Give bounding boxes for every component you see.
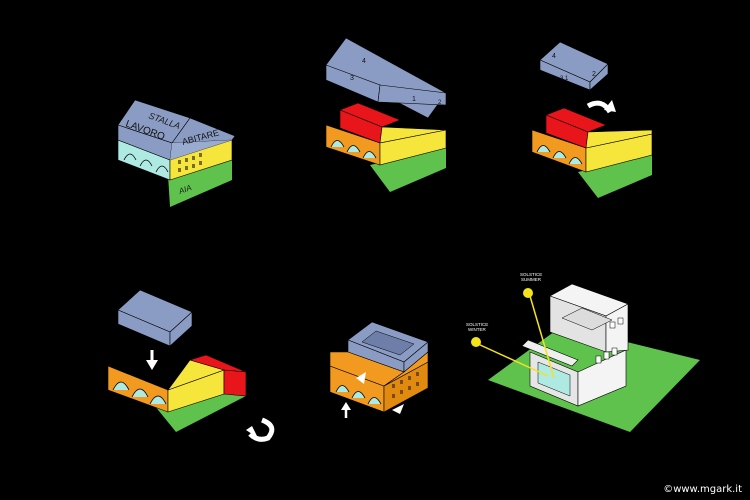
rotate-back-arrow-head: [246, 426, 258, 438]
label-aia: AIA: [177, 183, 193, 196]
windows: [392, 372, 419, 398]
drop-block-right: [169, 311, 193, 347]
canopy: [521, 339, 579, 367]
roof-num-31: 3 1: [560, 76, 569, 82]
sun-summer-icon: [523, 288, 533, 298]
yellow-block-front: [379, 129, 447, 166]
small-roof-right: [589, 63, 609, 91]
roof-num-1: 1: [412, 96, 416, 103]
roof-num-4b: 4: [552, 53, 556, 60]
windows: [178, 153, 202, 172]
arcades: [330, 140, 377, 159]
white-arrow-left: [356, 372, 366, 384]
right-arrow-icon: [392, 404, 404, 414]
rotate-arrow-head: [604, 100, 616, 112]
roof-num-3: 3: [350, 75, 354, 82]
panel-3-roof-moved: 4 2 3 1: [531, 41, 653, 198]
arcades: [112, 381, 167, 405]
panel-4-block-drop: [107, 289, 275, 442]
up-arrow-head: [341, 402, 351, 410]
arcades: [123, 153, 169, 173]
ground: [578, 155, 652, 198]
panel-1-farmhouse: STALLA LAVORO ABITARE AIA: [117, 99, 236, 207]
glazing: [537, 361, 571, 397]
panel-5-assembled: [329, 321, 429, 418]
roof-face-right: [170, 140, 232, 160]
roof-num-2: 2: [438, 100, 442, 106]
ground: [370, 148, 446, 192]
sun-winter-icon: [471, 337, 481, 347]
white-lower-right: [577, 349, 627, 407]
arcades: [536, 145, 583, 165]
roof-num-2b: 2: [592, 71, 596, 78]
roof-lifted-right: [377, 84, 447, 106]
windows: [595, 317, 624, 364]
winter-ray: [477, 343, 549, 377]
arcades: [335, 385, 382, 405]
down-arrow-head: [146, 360, 158, 370]
yellow-block-top: [585, 129, 653, 149]
rotate-back-arrow-icon: [248, 417, 275, 442]
red-block-front: [223, 369, 247, 397]
panel-2-roof-lifted: 4 3 1 2: [325, 37, 447, 192]
top-box-inner: [361, 330, 415, 356]
credit-watermark: ©www.mgark.it: [663, 484, 742, 495]
roof-num-4: 4: [362, 58, 366, 65]
white-upper-right: [605, 303, 629, 353]
roof-terrace: [561, 307, 613, 331]
summer-ray: [529, 295, 555, 379]
orange-right-top: [383, 351, 429, 387]
